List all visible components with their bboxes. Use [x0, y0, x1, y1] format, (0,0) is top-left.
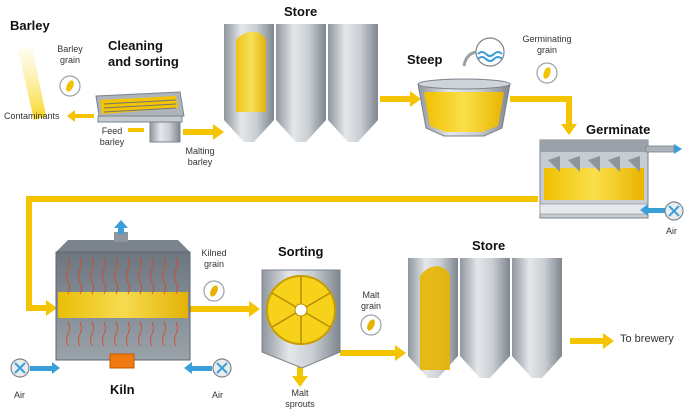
air-label-right: Air [212, 390, 223, 400]
barley-grain-label-line2: grain [59, 55, 80, 65]
kiln-title: Kiln [110, 382, 135, 397]
cleaning-title: Cleaning [108, 38, 163, 53]
barley-light-beam [18, 46, 46, 120]
cleaning-title-line2: and sorting [108, 54, 179, 69]
contaminants-label: Contaminants [4, 111, 60, 121]
air-fan-icon [640, 201, 684, 221]
kilned-grain-label: Kilned grain [196, 248, 232, 270]
germinate-title: Germinate [586, 122, 651, 137]
cleaning-machine [95, 91, 185, 143]
flow-lines [26, 91, 614, 387]
store-silos-top [224, 24, 378, 142]
malt-sprouts-label-line1: Malt [291, 388, 309, 398]
sorting-title: Sorting [278, 244, 324, 259]
grain-icon [360, 314, 382, 336]
malt-sprouts-label: Malt sprouts [280, 388, 320, 410]
water-icon [462, 37, 505, 67]
air-label-germinate: Air [666, 226, 677, 236]
air-fan-icon [10, 358, 60, 378]
steep-tank [417, 78, 511, 137]
steep-title: Steep [407, 52, 443, 67]
malting-barley-label-line2: barley [187, 157, 213, 167]
grain-icon [59, 75, 81, 97]
germination-vessel [539, 139, 682, 219]
grain-icon [203, 280, 225, 302]
store-bottom-title: Store [472, 238, 506, 253]
malt-grain-label: Malt grain [356, 290, 386, 312]
store-top-title: Store [284, 4, 318, 19]
kiln [55, 220, 191, 369]
malt-sprouts-label-line2: sprouts [285, 399, 315, 409]
malting-barley-label-line1: Malting [185, 146, 215, 156]
germinating-grain-label-line2: grain [536, 45, 557, 55]
air-label-left: Air [14, 390, 25, 400]
malt-grain-label-line2: grain [360, 301, 381, 311]
feed-barley-label-line2: barley [99, 137, 125, 147]
store-silos-bottom [408, 258, 562, 378]
kilned-grain-label-line1: Kilned [201, 248, 227, 258]
germinating-grain-label: Germinating grain [516, 34, 578, 56]
to-brewery-label: To brewery [620, 333, 674, 345]
feed-barley-label-line1: Feed [101, 126, 123, 136]
malting-barley-label: Malting barley [180, 146, 220, 168]
air-fan-icon [184, 358, 232, 378]
kilned-grain-label-line2: grain [203, 259, 224, 269]
feed-barley-label: Feed barley [96, 126, 128, 148]
germinating-grain-label-line1: Germinating [522, 34, 572, 44]
barley-grain-label: Barley grain [54, 44, 86, 66]
malt-grain-label-line1: Malt [362, 290, 380, 300]
barley-title: Barley [10, 18, 50, 33]
sorting-drum [261, 269, 341, 369]
barley-grain-label-line1: Barley [57, 44, 83, 54]
grain-icon [536, 62, 558, 84]
